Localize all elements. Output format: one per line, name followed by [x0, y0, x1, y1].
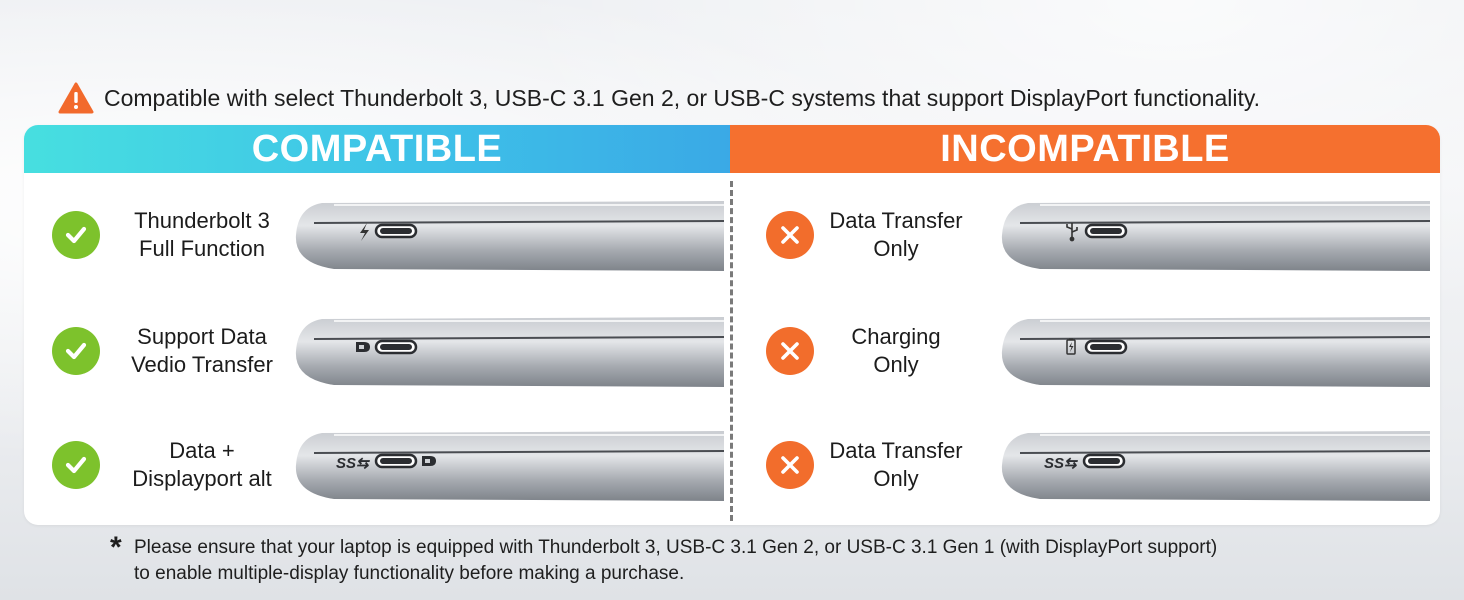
displayport-icon: [422, 456, 436, 466]
laptop-side-thunderbolt-port: [295, 201, 724, 271]
label-line: Data Transfer: [829, 208, 963, 233]
compatible-row-thunderbolt: Thunderbolt 3 Full Function: [52, 197, 724, 273]
check-status: [52, 327, 100, 375]
checkmark-icon: [65, 342, 87, 360]
compatible-row-displayport: Support Data Vedio Transfer: [52, 313, 724, 389]
displayport-icon: [356, 342, 370, 352]
superspeed-label: SS⇆: [336, 455, 370, 472]
incompatible-item-label: Data Transfer Only: [822, 427, 970, 503]
checkmark-icon: [65, 226, 87, 244]
check-status: [52, 441, 100, 489]
laptop-side-displayport-port: [295, 317, 724, 387]
incompatible-row-data-only: Data Transfer Only: [766, 197, 1438, 273]
label-line: Thunderbolt 3: [134, 208, 270, 233]
warning-triangle-icon: [58, 82, 94, 114]
compatibility-table: COMPATIBLE INCOMPATIBLE Thunderbolt 3 Fu…: [24, 125, 1440, 525]
disclaimer-line: Please ensure that your laptop is equipp…: [134, 537, 1218, 558]
compatible-header: COMPATIBLE: [24, 125, 730, 173]
compatible-item-label: Support Data Vedio Transfer: [108, 313, 296, 389]
compatible-item-label: Data + Displayport alt: [108, 427, 296, 503]
column-divider: [730, 181, 733, 521]
incompatible-row-ss-data-only: Data Transfer Only SS⇆: [766, 427, 1438, 503]
label-line: Only: [873, 236, 919, 261]
compatible-row-ss-displayport: Data + Displayport alt SS⇆: [52, 427, 724, 503]
purchase-disclaimer: * Please ensure that your laptop is equi…: [110, 531, 1218, 587]
checkmark-icon: [65, 456, 87, 474]
incompatible-header: INCOMPATIBLE: [730, 125, 1440, 173]
asterisk-icon: *: [110, 531, 122, 564]
cross-status: [766, 211, 814, 259]
label-line: Data Transfer: [829, 438, 963, 463]
usb-icon: [1066, 223, 1078, 242]
label-line: Only: [873, 466, 919, 491]
laptop-side-usb-port: [1001, 201, 1430, 271]
incompatible-item-label: Charging Only: [822, 313, 970, 389]
label-line: Charging: [851, 324, 941, 349]
cross-status: [766, 327, 814, 375]
compatibility-note-text: Compatible with select Thunderbolt 3, US…: [104, 84, 1261, 111]
superspeed-label: SS⇆: [1044, 455, 1078, 472]
compatible-item-label: Thunderbolt 3 Full Function: [108, 197, 296, 273]
cross-icon: [781, 456, 799, 474]
laptop-side-charging-port: [1001, 317, 1430, 387]
check-status: [52, 211, 100, 259]
label-line: Data +: [169, 438, 235, 463]
cross-icon: [781, 226, 799, 244]
incompatible-row-charging-only: Charging Only: [766, 313, 1438, 389]
battery-icon: [1066, 338, 1076, 355]
disclaimer-line: to enable multiple-display functionality…: [134, 563, 685, 584]
laptop-side-superspeed-port: SS⇆: [295, 431, 724, 501]
laptop-side-superspeed-data-port: SS⇆: [1001, 431, 1430, 501]
incompatible-item-label: Data Transfer Only: [822, 197, 970, 273]
label-line: Vedio Transfer: [131, 352, 273, 377]
cross-status: [766, 441, 814, 489]
thunderbolt-icon: [360, 223, 369, 241]
label-line: Full Function: [139, 236, 265, 261]
cross-icon: [781, 342, 799, 360]
label-line: Only: [873, 352, 919, 377]
label-line: Displayport alt: [132, 466, 272, 491]
compatibility-note: Compatible with select Thunderbolt 3, US…: [58, 80, 1260, 116]
label-line: Support Data: [137, 324, 267, 349]
